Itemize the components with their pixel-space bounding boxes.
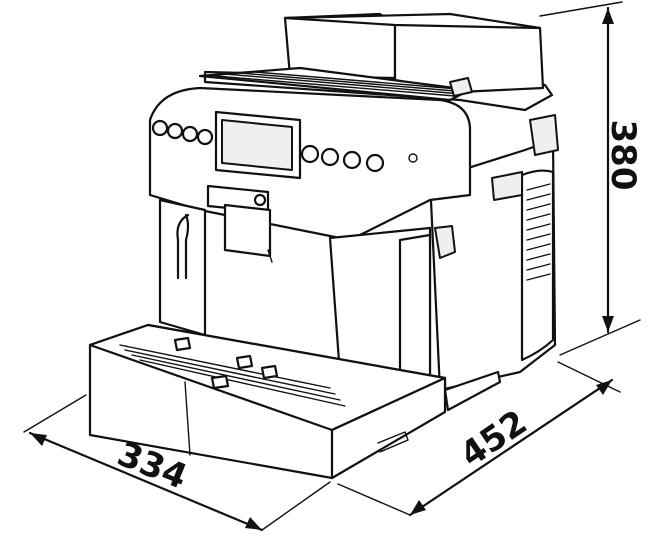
right-button-group (300, 144, 418, 173)
coffee-dispenser (206, 184, 273, 263)
base-foot (377, 431, 409, 453)
height-arrow-bottom (602, 316, 614, 332)
right-button-2 (320, 147, 340, 167)
cup-warmer-grate (198, 66, 472, 102)
drip-tray-grid (119, 336, 346, 407)
depth-extension-front (337, 483, 411, 516)
right-button-1 (300, 144, 320, 164)
display-screen (221, 119, 293, 171)
depth-dimension-line (408, 378, 614, 517)
side-slot (491, 171, 523, 201)
width-extension-right (261, 481, 331, 531)
height-extension-bottom (559, 319, 641, 356)
left-button-3 (181, 125, 199, 143)
width-arrow-left (30, 433, 47, 446)
steam-knob (449, 77, 473, 97)
width-extension-left (23, 394, 87, 433)
width-dimension-line (28, 431, 264, 532)
depth-arrow-back (596, 380, 612, 395)
indicator-led (408, 153, 418, 163)
depth-dimension-label: 452 (453, 402, 534, 475)
left-button-2 (166, 122, 184, 140)
right-button-4 (365, 153, 385, 173)
dimension-lines (23, 1, 641, 532)
depth-arrow-front (410, 500, 426, 515)
side-vent-grille (520, 169, 555, 362)
steam-wand-outer (184, 213, 190, 280)
body-switch (434, 225, 456, 259)
drip-tray (88, 323, 447, 480)
right-button-3 (342, 150, 362, 170)
depth-extension-back (557, 361, 621, 393)
right-body-edge (398, 233, 432, 390)
width-arrow-right (245, 517, 262, 530)
side-latch (529, 114, 559, 156)
height-extension-top (539, 1, 623, 17)
left-button-group (151, 119, 214, 146)
bean-hopper (283, 12, 545, 94)
height-dimension-label: 380 (603, 120, 643, 191)
left-button-4 (196, 128, 214, 146)
base-plate (443, 370, 502, 412)
left-button-1 (151, 119, 169, 137)
height-arrow-top (602, 8, 614, 24)
coffee-machine (88, 12, 559, 480)
